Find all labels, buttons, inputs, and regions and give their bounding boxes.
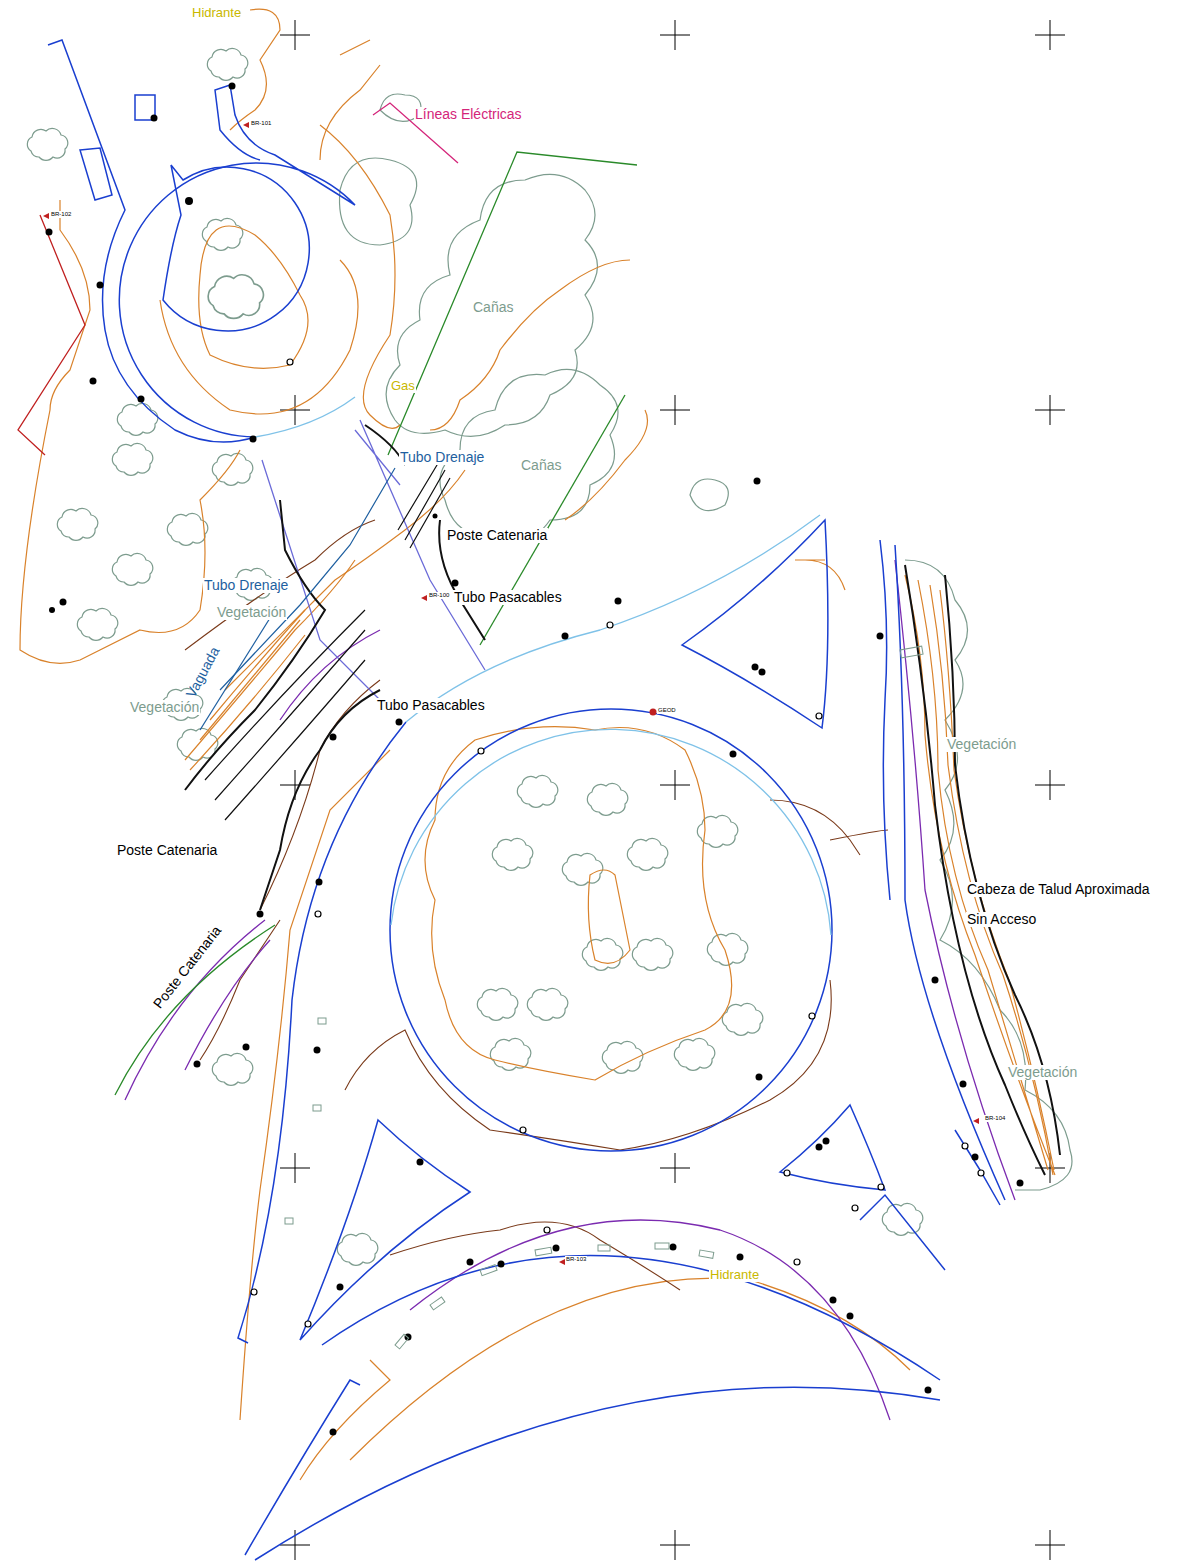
map-label: Cañas — [472, 300, 514, 315]
map-label: Vegetación — [129, 700, 200, 715]
kerb-blocks — [285, 646, 923, 1349]
edge-lines — [185, 520, 888, 1290]
map-label: Vaguada — [183, 644, 223, 702]
map-label: BR-101 — [250, 120, 272, 127]
map-label: Poste Catenaria — [116, 843, 218, 858]
kerb-lines — [255, 397, 831, 935]
map-label: Hidrante — [709, 1268, 760, 1282]
open-points — [251, 359, 984, 1327]
trees — [27, 48, 922, 1265]
map-label: Cañas — [520, 458, 562, 473]
map-label: BR-100 — [428, 592, 450, 599]
map-label: Tubo Drenaje — [399, 450, 485, 465]
map-label: Líneas Eléctricas — [414, 107, 523, 122]
vegetation — [340, 94, 1073, 1190]
map-label: Cabeza de Talud Aproximada — [966, 882, 1151, 897]
map-label: Tubo Pasacables — [376, 698, 486, 713]
service-lines — [18, 103, 637, 1095]
map-label: Poste Catenaria — [150, 922, 225, 1012]
drain-lines — [200, 468, 395, 730]
survey-points — [46, 83, 1024, 1436]
map-label: BR-102 — [50, 211, 72, 218]
map-label: Poste Catenaria — [446, 528, 548, 543]
structure-lines — [185, 425, 1060, 1175]
map-label: Vegetación — [1007, 1065, 1078, 1080]
map-label: Sin Acceso — [966, 912, 1037, 927]
map-label: Tubo Drenaje — [203, 578, 289, 593]
map-label: Vegetación — [946, 737, 1017, 752]
road-edges — [48, 40, 1005, 1560]
contour-lines — [20, 9, 1055, 1480]
map-label: Hidrante — [191, 6, 242, 20]
map-label: GEOD — [657, 707, 677, 714]
map-label: BR-103 — [565, 1256, 587, 1263]
grid-crosses — [280, 20, 1065, 1560]
map-label: Gas — [390, 379, 416, 393]
boundary-lines — [125, 560, 1015, 1420]
map-label: Tubo Pasacables — [453, 590, 563, 605]
map-label: Vegetación — [216, 605, 287, 620]
map-label: BR-104 — [984, 1115, 1006, 1122]
reference-markers — [43, 122, 979, 1265]
